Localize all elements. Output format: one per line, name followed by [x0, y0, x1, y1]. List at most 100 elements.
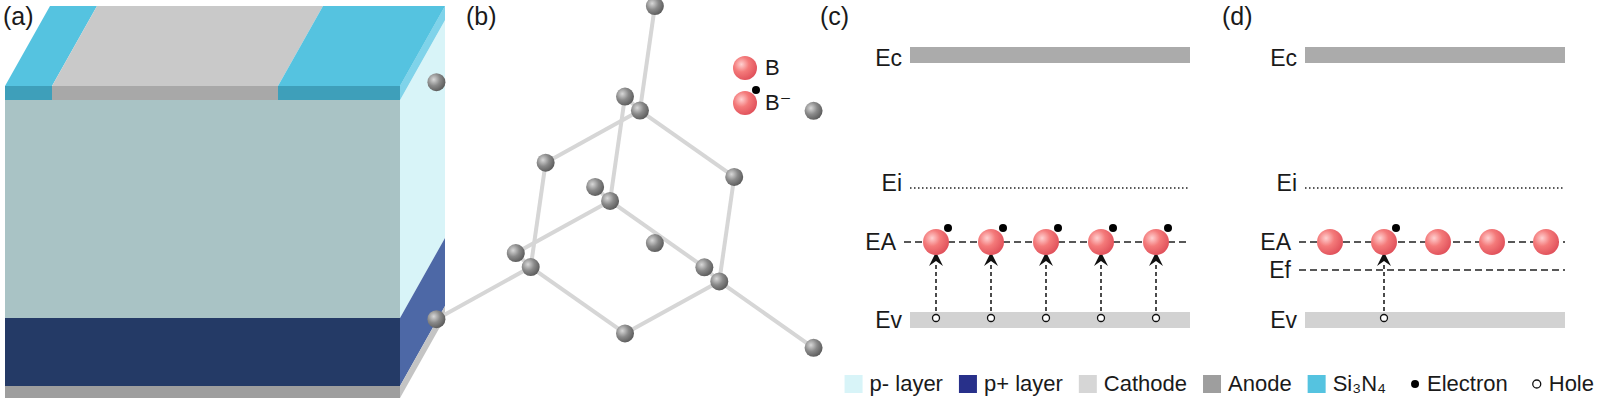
- lattice-atom: [805, 339, 823, 357]
- legend-text: p- layer: [870, 371, 943, 396]
- excitation-arrow: [990, 262, 992, 311]
- lattice-atom: [725, 168, 743, 186]
- legend-swatch: [845, 375, 863, 393]
- energy-level-label: Ec: [1270, 45, 1297, 71]
- excitation-arrow: [1045, 262, 1047, 311]
- excitation-arrow: [1155, 262, 1157, 311]
- lattice-atom: [631, 102, 649, 120]
- p-plus-layer-front: [5, 318, 400, 386]
- boron-atom: [1425, 229, 1451, 255]
- valence-band: [910, 312, 1190, 328]
- hole: [1043, 315, 1050, 322]
- conduction-band: [1305, 47, 1565, 63]
- electron: [1109, 224, 1117, 232]
- lattice-atom: [522, 258, 540, 276]
- boron-atom: [1033, 229, 1059, 255]
- energy-level-label: Ef: [1269, 257, 1291, 283]
- legend-text: Electron: [1427, 371, 1508, 396]
- lattice-atom: [646, 234, 664, 252]
- energy-level-label: Ei: [882, 170, 902, 196]
- boron-atom: [1479, 229, 1505, 255]
- energy-level-label: Ei: [1277, 170, 1297, 196]
- top-film-edge-front: [5, 86, 400, 100]
- legend-hole: [1533, 380, 1541, 388]
- panel-label: (c): [820, 2, 849, 31]
- lattice-bond: [610, 97, 625, 201]
- excitation-arrow: [1100, 262, 1102, 311]
- boron-atom: [978, 229, 1004, 255]
- legend-text: Cathode: [1104, 371, 1187, 396]
- fermi-level: [1299, 269, 1565, 271]
- legend-text: Anode: [1228, 371, 1292, 396]
- legend-text: Hole: [1549, 371, 1594, 396]
- legend-swatch: [959, 375, 977, 393]
- panel-label: (d): [1222, 2, 1253, 31]
- electron: [999, 224, 1007, 232]
- energy-level-label: Ev: [1270, 307, 1297, 333]
- electron: [1392, 224, 1400, 232]
- lattice-bond: [610, 201, 704, 267]
- lattice-bond: [719, 177, 734, 281]
- boron-atom: [1371, 229, 1397, 255]
- lattice-atom: [507, 244, 525, 262]
- conduction-band: [910, 47, 1190, 63]
- energy-level-label: Ev: [875, 307, 902, 333]
- lattice-atom: [427, 310, 445, 328]
- device-block: [5, 6, 445, 398]
- legend-boron: [733, 56, 757, 80]
- lattice-bond: [516, 201, 610, 253]
- hole: [1381, 315, 1388, 322]
- legend-text: p+ layer: [984, 371, 1063, 396]
- si3n4-top: [278, 6, 445, 86]
- legend-swatch: [1079, 375, 1097, 393]
- lattice-bond: [436, 267, 530, 319]
- intrinsic-level: [910, 187, 1190, 189]
- lattice-bond: [719, 281, 813, 347]
- lattice-bond: [546, 111, 640, 163]
- legend-text: Si₃N₄: [1333, 371, 1386, 396]
- hole: [1153, 315, 1160, 322]
- lattice-atom: [537, 154, 555, 172]
- panel-label: (b): [466, 2, 497, 31]
- lattice-bond: [531, 163, 546, 267]
- legend-text: B: [765, 55, 780, 80]
- legend-electron: [1411, 380, 1419, 388]
- hole: [988, 315, 995, 322]
- top-outline: [5, 6, 445, 86]
- cathode-edge: [52, 86, 278, 100]
- lattice-atom: [601, 192, 619, 210]
- legend-electron-dot: [752, 86, 760, 94]
- anode-layer-side: [400, 306, 445, 398]
- lattice-atom: [616, 324, 634, 342]
- boron-atom: [1088, 229, 1114, 255]
- lattice-atom: [695, 258, 713, 276]
- intrinsic-level: [1305, 187, 1565, 189]
- excitation-arrow: [935, 262, 937, 311]
- energy-level-label: EA: [1260, 229, 1291, 255]
- hole: [933, 315, 940, 322]
- electron: [1164, 224, 1172, 232]
- lattice-atom: [805, 102, 823, 120]
- valence-band: [1305, 312, 1565, 328]
- p-minus-layer-front: [5, 100, 400, 318]
- lattice-atom: [586, 178, 604, 196]
- legend-swatch: [1203, 375, 1221, 393]
- electron: [1054, 224, 1062, 232]
- boron-atom: [1143, 229, 1169, 255]
- energy-level-label: EA: [865, 229, 896, 255]
- lattice-bond: [640, 6, 655, 110]
- cathode-top: [52, 6, 323, 86]
- energy-level-label: Ec: [875, 45, 902, 71]
- diamond-lattice: [427, 0, 822, 415]
- p-plus-layer-side: [400, 238, 445, 386]
- lattice-atom: [710, 272, 728, 290]
- legend-text: B⁻: [765, 90, 791, 115]
- legend-swatch: [1308, 375, 1326, 393]
- lattice-bond: [531, 267, 625, 333]
- panel-label: (a): [3, 2, 34, 31]
- band-diagram: [904, 47, 1565, 328]
- lattice-atom: [616, 88, 634, 106]
- legend-boron: [733, 91, 757, 115]
